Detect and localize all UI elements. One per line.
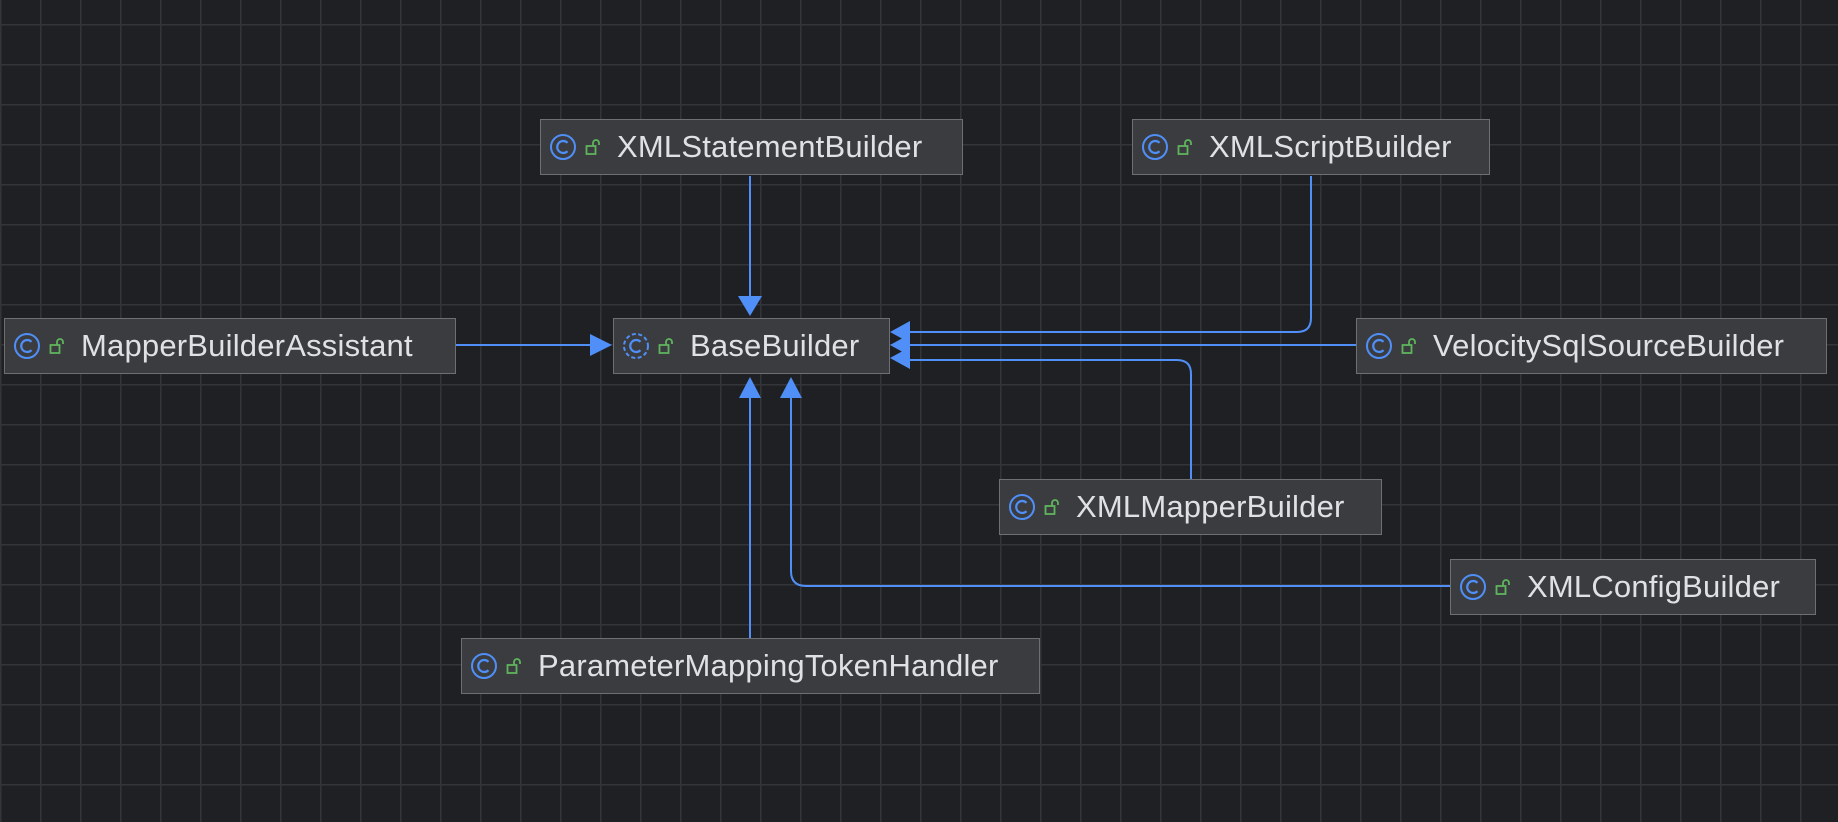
- class-icon: [1142, 134, 1168, 160]
- node-xml-script-builder[interactable]: XMLScriptBuilder: [1132, 119, 1490, 175]
- class-icon: [550, 134, 576, 160]
- node-base-builder[interactable]: BaseBuilder: [613, 318, 890, 374]
- arrowhead-left-bottom: [890, 347, 910, 369]
- node-label: BaseBuilder: [690, 328, 860, 363]
- node-label: VelocitySqlSourceBuilder: [1433, 328, 1785, 363]
- lock-open-icon: [506, 658, 521, 674]
- lock-open-icon: [1177, 139, 1192, 155]
- lock-open-icon: [1401, 338, 1416, 354]
- node-velocity-sql-source-builder[interactable]: VelocitySqlSourceBuilder: [1356, 318, 1827, 374]
- edge-xml-config-builder: [790, 398, 1450, 587]
- lock-open-icon: [1044, 499, 1059, 515]
- lock-open-icon: [49, 338, 64, 354]
- node-label: ParameterMappingTokenHandler: [538, 648, 999, 683]
- node-xml-config-builder[interactable]: XMLConfigBuilder: [1450, 559, 1816, 615]
- class-icon: [1366, 333, 1392, 359]
- arrowhead-up-right: [780, 377, 802, 398]
- class-icon: [1009, 494, 1035, 520]
- node-xml-mapper-builder[interactable]: XMLMapperBuilder: [999, 479, 1382, 535]
- abstract-class-icon: [623, 333, 649, 359]
- node-label: XMLMapperBuilder: [1076, 489, 1345, 524]
- arrowhead-down: [738, 296, 762, 316]
- node-label: XMLStatementBuilder: [617, 129, 923, 164]
- lock-open-icon: [1495, 579, 1510, 595]
- node-label: XMLConfigBuilder: [1527, 569, 1781, 604]
- lock-open-icon: [658, 338, 673, 354]
- class-icon: [471, 653, 497, 679]
- lock-open-icon: [585, 139, 600, 155]
- node-xml-statement-builder[interactable]: XMLStatementBuilder: [540, 119, 963, 175]
- node-label: XMLScriptBuilder: [1209, 129, 1452, 164]
- edge-xml-mapper-builder: [910, 359, 1192, 479]
- class-icon: [14, 333, 40, 359]
- node-parameter-mapping-token-handler[interactable]: ParameterMappingTokenHandler: [461, 638, 1040, 694]
- node-label: MapperBuilderAssistant: [81, 328, 413, 363]
- node-mapper-builder-assistant[interactable]: MapperBuilderAssistant: [4, 318, 456, 374]
- edge-xml-script-builder: [910, 176, 1312, 333]
- arrowhead-right: [590, 334, 612, 356]
- arrowhead-up-left: [739, 377, 761, 398]
- class-icon: [1460, 574, 1486, 600]
